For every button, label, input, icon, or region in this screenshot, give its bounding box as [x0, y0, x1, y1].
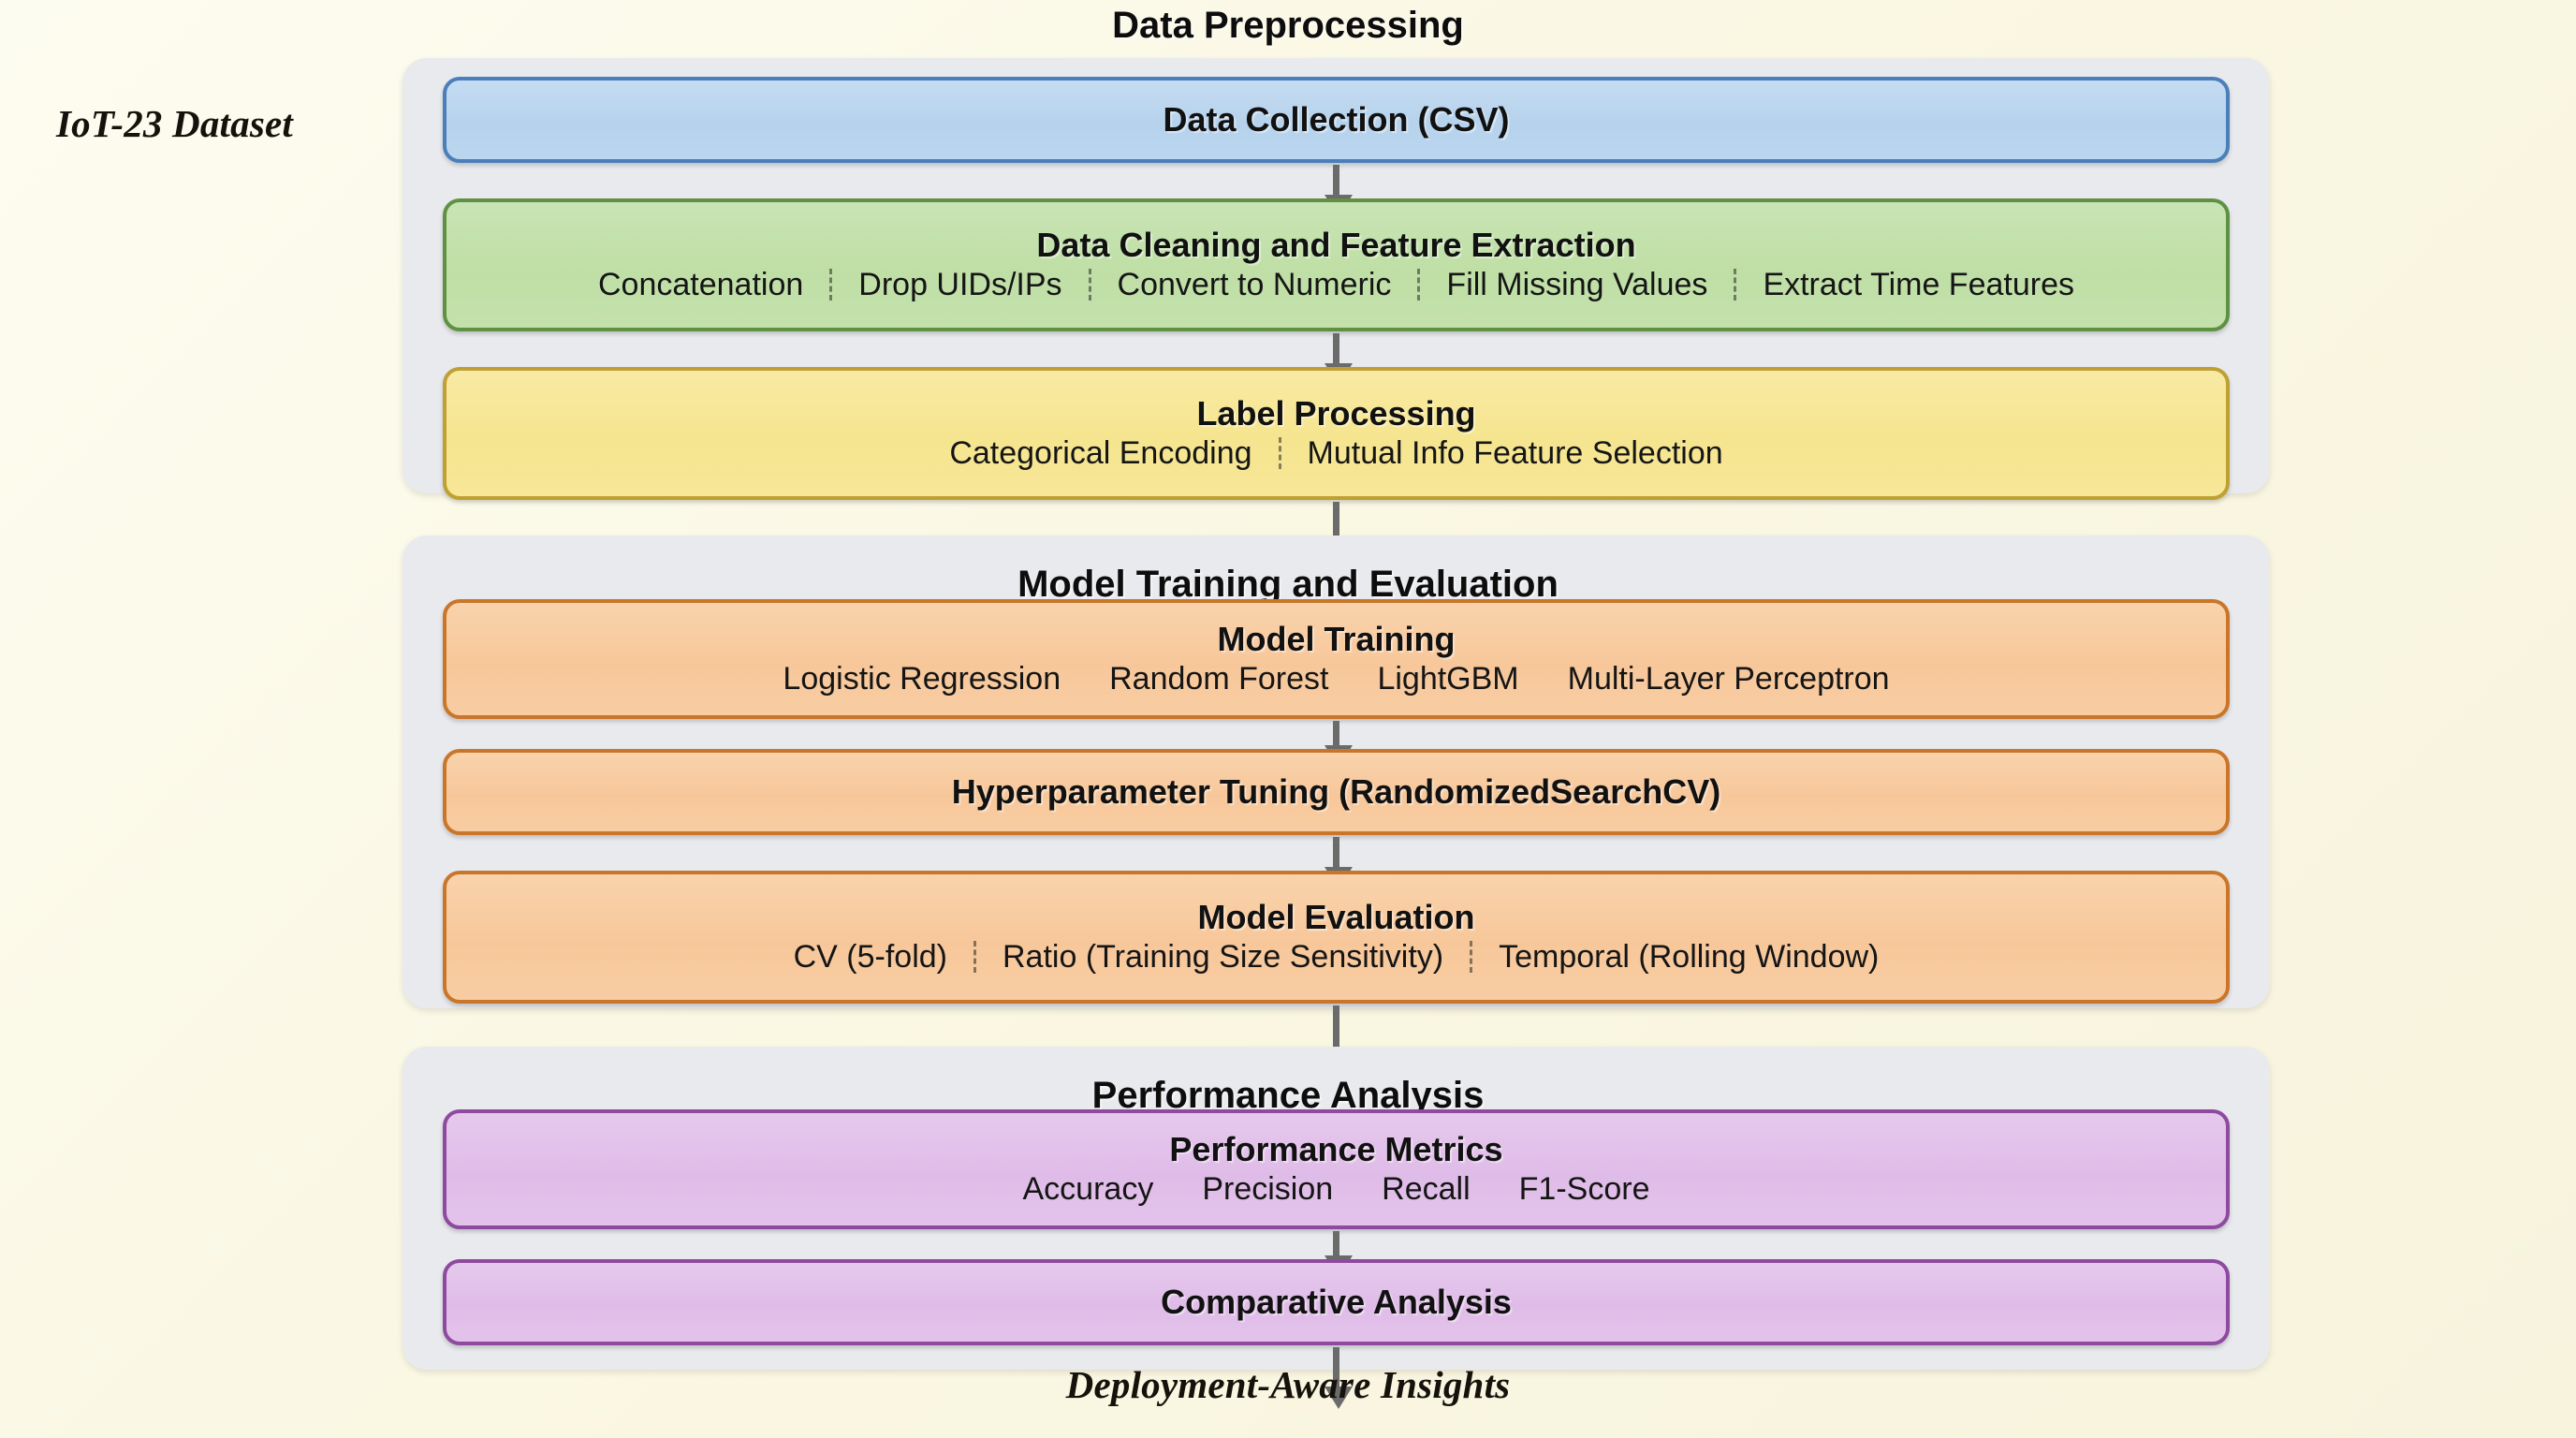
- subitem: Precision: [1202, 1170, 1334, 1207]
- arrow-hyperparameter-to-evaluation: [1325, 837, 1353, 889]
- arrow-metrics-to-comparative: [1325, 1231, 1353, 1278]
- node-data-cleaning[interactable]: Data Cleaning and Feature Extraction Con…: [443, 198, 2230, 331]
- subitem: Multi-Layer Perceptron: [1567, 660, 1890, 697]
- subitem: Drop UIDs/IPs: [858, 266, 1062, 302]
- node-subitems: Logistic Regression Random Forest LightG…: [758, 661, 1913, 697]
- subitem-divider: [1470, 940, 1473, 973]
- subitem-divider: [1417, 268, 1421, 301]
- subitem-divider: [829, 268, 833, 301]
- subitem: Concatenation: [598, 266, 804, 302]
- subitem: Recall: [1382, 1170, 1471, 1207]
- arrow-collection-to-cleaning: [1325, 165, 1353, 217]
- subitem-divider: [973, 940, 976, 973]
- subitem: Temporal (Rolling Window): [1499, 938, 1880, 975]
- node-title: Comparative Analysis: [1161, 1282, 1512, 1321]
- subitem: Convert to Numeric: [1117, 266, 1392, 302]
- deployment-insights-label: Deployment-Aware Insights: [1065, 1363, 1511, 1406]
- node-title: Model Training: [1217, 620, 1456, 659]
- subitem: Logistic Regression: [783, 660, 1061, 697]
- node-comparative-analysis[interactable]: Comparative Analysis: [443, 1259, 2230, 1345]
- arrow-training-to-hyperparameter: [1325, 721, 1353, 768]
- node-performance-metrics[interactable]: Performance Metrics Accuracy Precision R…: [443, 1109, 2230, 1229]
- subitem: Accuracy: [1022, 1170, 1154, 1207]
- arrow-comparative-to-insights: [1325, 1347, 1353, 1409]
- node-title: Data Cleaning and Feature Extraction: [1036, 226, 1636, 265]
- subitem-divider: [1278, 436, 1281, 469]
- subitem: Mutual Info Feature Selection: [1307, 434, 1723, 471]
- node-subitems: CV (5-fold) Ratio (Training Size Sensiti…: [773, 939, 1900, 975]
- node-model-evaluation[interactable]: Model Evaluation CV (5-fold) Ratio (Trai…: [443, 871, 2230, 1004]
- node-hyperparameter-tuning[interactable]: Hyperparameter Tuning (RandomizedSearchC…: [443, 749, 2230, 835]
- node-subitems: Categorical Encoding Mutual Info Feature…: [929, 435, 1743, 471]
- node-title: Label Processing: [1196, 394, 1476, 433]
- subitem-divider: [1088, 268, 1091, 301]
- source-dataset-label: IoT-23 Dataset: [56, 102, 293, 145]
- node-title: Hyperparameter Tuning (RandomizedSearchC…: [951, 771, 1721, 811]
- node-data-collection[interactable]: Data Collection (CSV): [443, 77, 2230, 163]
- subitem: Categorical Encoding: [949, 434, 1252, 471]
- node-label-processing[interactable]: Label Processing Categorical Encoding Mu…: [443, 367, 2230, 500]
- group-title-performance-analysis: Performance Analysis: [1091, 1075, 1485, 1116]
- subitem: Fill Missing Values: [1446, 266, 1708, 302]
- arrow-cleaning-to-labeling: [1325, 333, 1353, 386]
- node-subitems: Accuracy Precision Recall F1-Score: [999, 1171, 1675, 1207]
- subitem: Ratio (Training Size Sensitivity): [1003, 938, 1444, 975]
- node-title: Data Collection (CSV): [1163, 99, 1510, 139]
- node-title: Performance Metrics: [1169, 1130, 1503, 1169]
- node-subitems: Concatenation Drop UIDs/IPs Convert to N…: [578, 267, 2095, 302]
- subitem: CV (5-fold): [793, 938, 947, 975]
- group-title-model-training: Model Training and Evaluation: [1017, 564, 1559, 605]
- subitem: Random Forest: [1109, 660, 1329, 697]
- subitem: LightGBM: [1377, 660, 1519, 697]
- subitem: Extract Time Features: [1763, 266, 2074, 302]
- node-title: Model Evaluation: [1197, 898, 1475, 937]
- subitem: F1-Score: [1518, 1170, 1650, 1207]
- subitem-divider: [1734, 268, 1737, 301]
- node-model-training[interactable]: Model Training Logistic Regression Rando…: [443, 599, 2230, 719]
- group-title-data-preprocessing: Data Preprocessing: [1112, 5, 1464, 46]
